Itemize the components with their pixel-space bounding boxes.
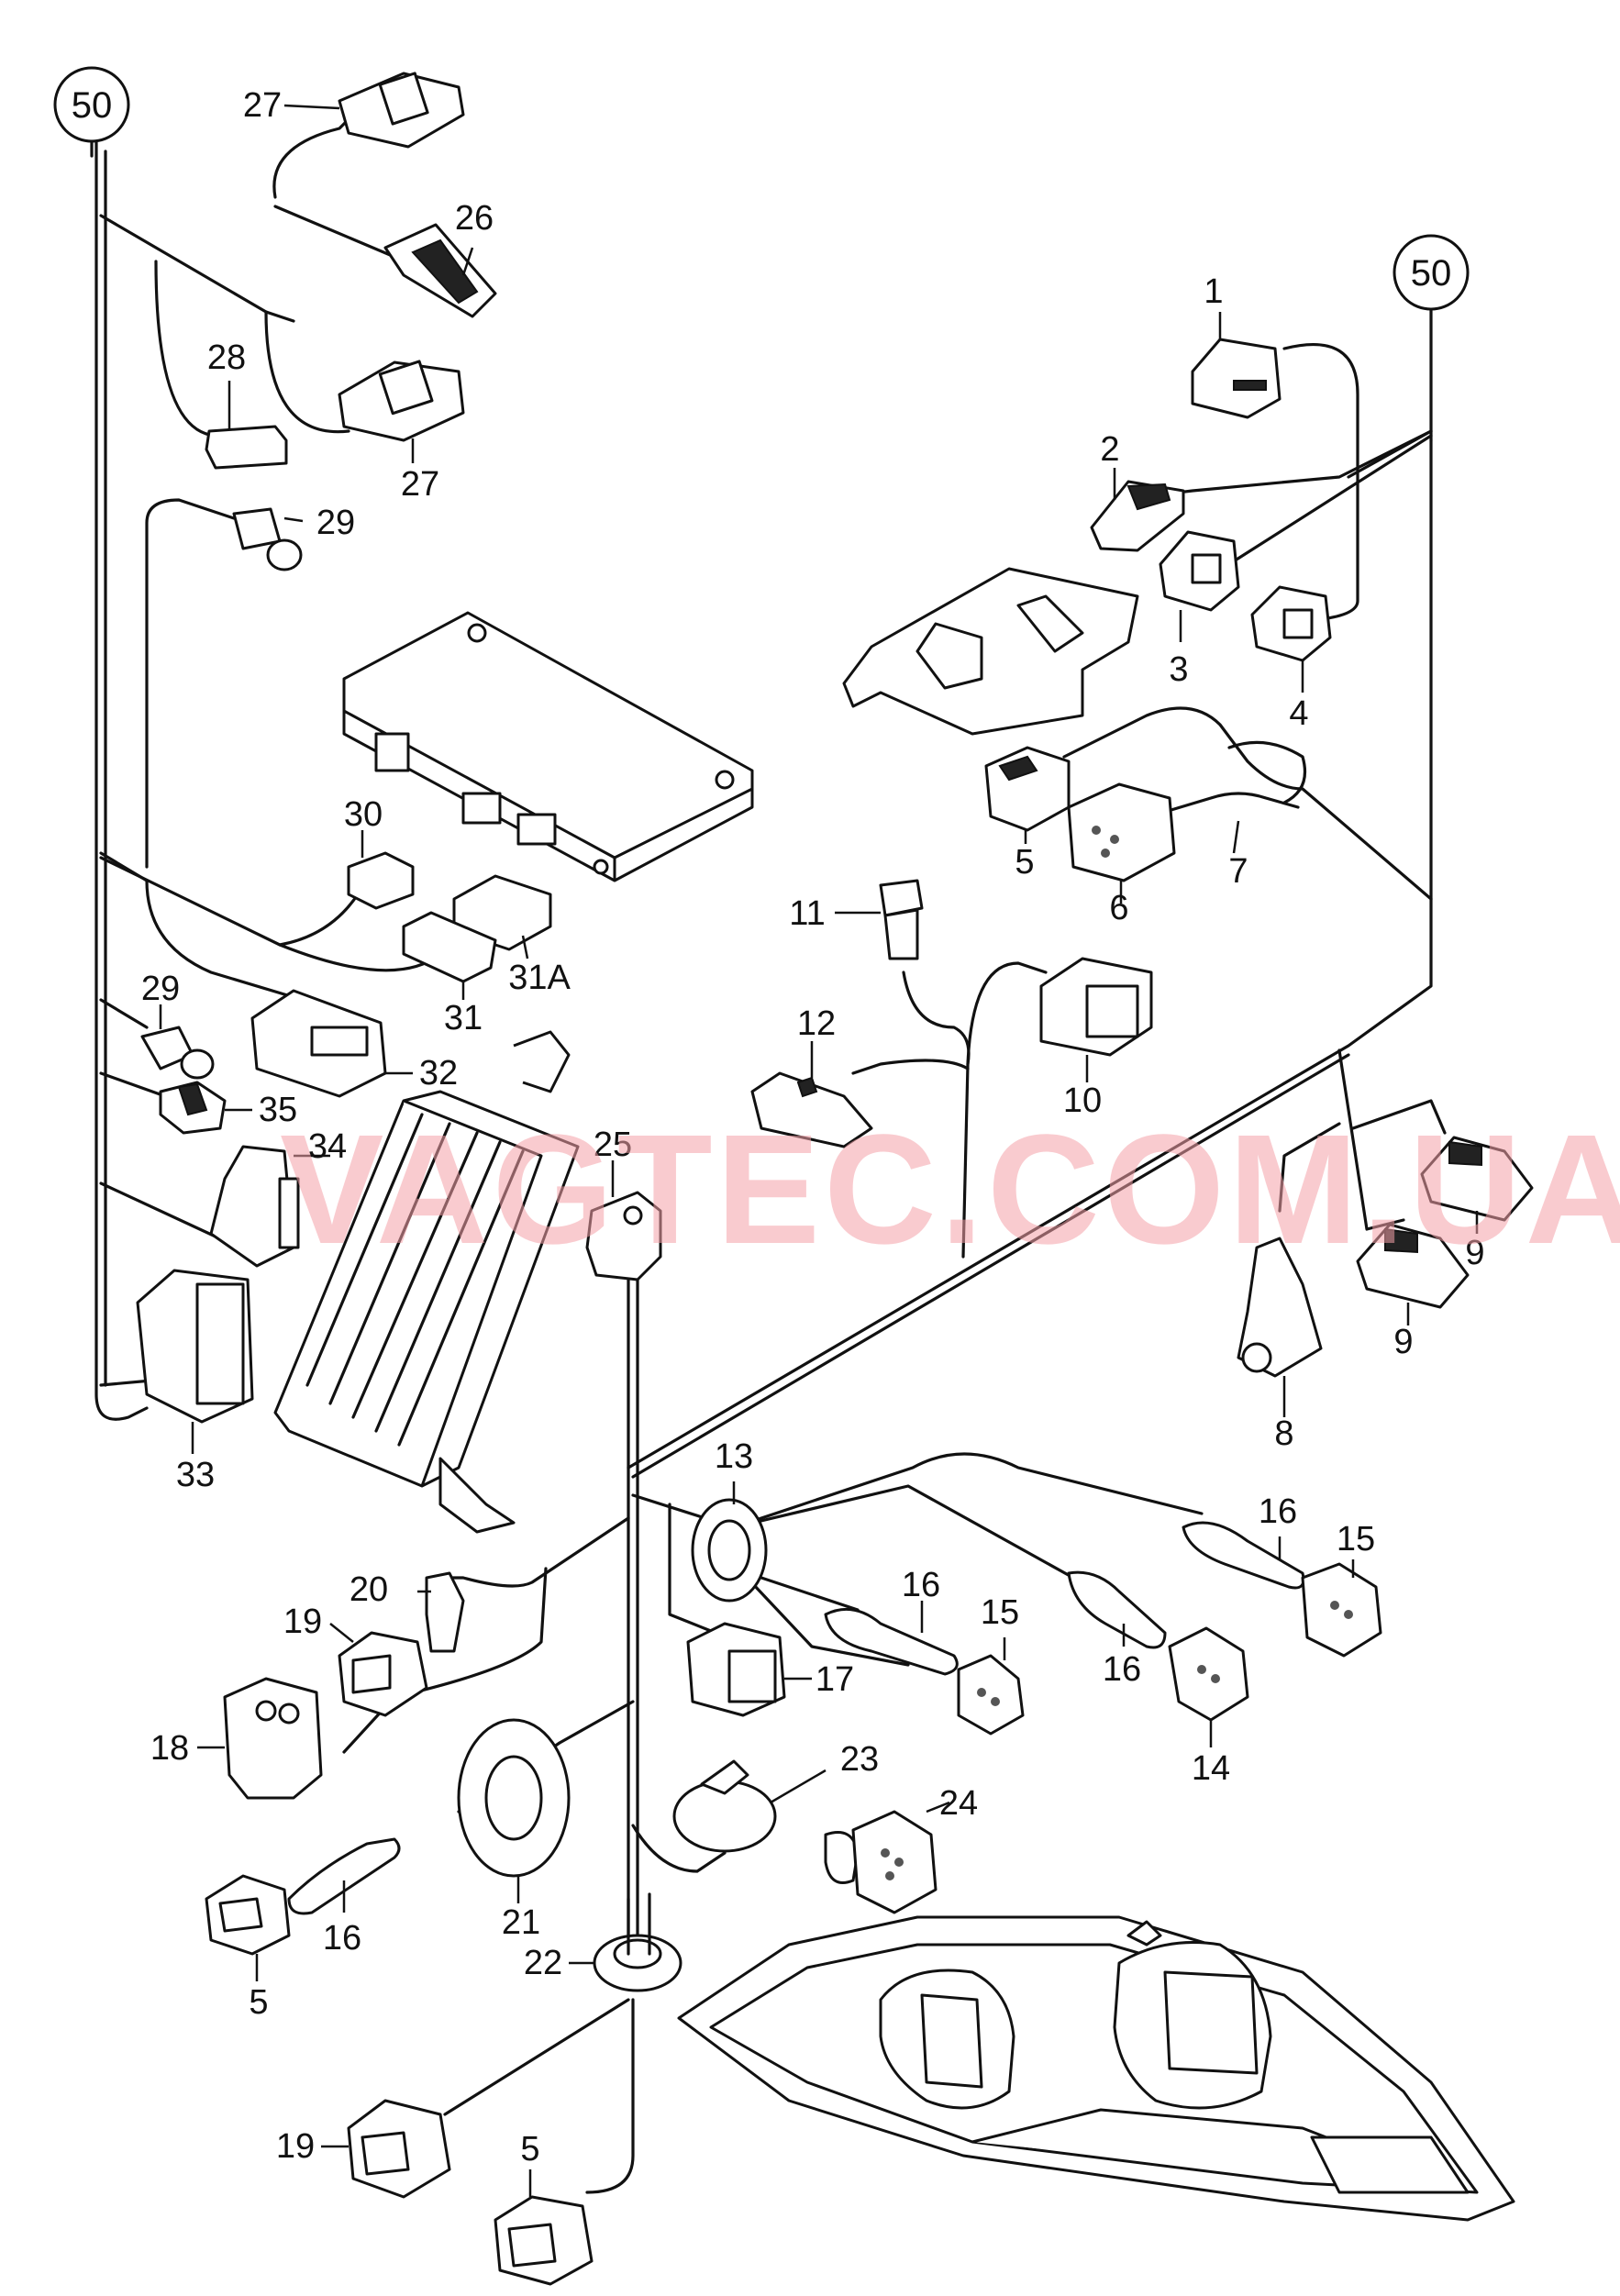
label-22: 22	[524, 1944, 562, 1982]
label-25: 25	[594, 1126, 632, 1164]
amplifier-unit	[273, 1030, 580, 1534]
label-15-left: 15	[981, 1593, 1019, 1632]
grommet-21	[457, 1718, 571, 1903]
label-5-mid: 5	[1015, 843, 1034, 882]
label-3: 3	[1169, 650, 1188, 689]
grommet-13	[691, 1481, 768, 1603]
sensor-lead-16-15-right	[1182, 1521, 1382, 1658]
label-1: 1	[1204, 272, 1223, 311]
part-labels: 27 26 28 27 29 1 2 3 4 5 6 7 30 11 31A 3…	[141, 86, 1485, 2168]
connector-29-top	[232, 507, 304, 571]
connector-27-bottom	[338, 360, 465, 463]
label-8: 8	[1274, 1414, 1293, 1453]
connector-27-top	[283, 72, 465, 149]
label-11: 11	[789, 894, 825, 933]
ref-circle-left: 50	[53, 66, 130, 158]
connector-31	[402, 911, 497, 1000]
leader-7	[1232, 820, 1240, 854]
connector-17	[686, 1622, 812, 1717]
connector-5-lower	[494, 2169, 594, 2286]
connector-33	[136, 1269, 254, 1454]
label-2: 2	[1100, 430, 1119, 469]
control-module-box	[342, 611, 754, 882]
label-10: 10	[1063, 1081, 1102, 1120]
connector-26	[383, 223, 497, 318]
label-21: 21	[502, 1903, 540, 1942]
label-17: 17	[816, 1660, 854, 1699]
relay-1	[1191, 312, 1282, 419]
label-5-bottom: 5	[520, 2130, 539, 2168]
connector-11	[835, 879, 924, 960]
relay-bracket	[842, 567, 1139, 736]
label-13: 13	[715, 1437, 753, 1476]
label-16-left: 16	[902, 1566, 940, 1604]
sensor-lead-16-14	[1067, 1570, 1249, 1747]
grommet-23	[672, 1759, 827, 1853]
label-27-bottom: 27	[401, 465, 439, 504]
label-34: 34	[308, 1127, 347, 1166]
label-9-upper: 9	[1465, 1234, 1484, 1272]
connector-10	[1039, 957, 1153, 1082]
connector-20	[417, 1571, 465, 1653]
label-6: 6	[1109, 889, 1128, 927]
label-30: 30	[344, 795, 383, 834]
connector-25	[585, 1160, 662, 1281]
connector-19-lower	[321, 2099, 451, 2199]
label-19-lower: 19	[276, 2127, 315, 2166]
sensor-lead-16-15-left	[824, 1601, 1025, 1736]
label-16-mid: 16	[1103, 1650, 1141, 1689]
label-12: 12	[797, 1004, 836, 1043]
label-18: 18	[150, 1729, 189, 1768]
label-23: 23	[840, 1740, 879, 1779]
label-19-upper: 19	[283, 1603, 322, 1641]
label-14: 14	[1192, 1749, 1230, 1788]
label-26: 26	[455, 199, 494, 238]
label-5-lower-left: 5	[249, 1983, 268, 2022]
label-35: 35	[259, 1091, 297, 1129]
label-16-right: 16	[1259, 1492, 1297, 1531]
ref-circle-right: 50	[1393, 234, 1470, 311]
connector-9-lower	[1356, 1223, 1470, 1325]
connector-19-upper	[329, 1623, 428, 1717]
grommet-22	[569, 1892, 682, 1992]
label-15-right: 15	[1337, 1520, 1375, 1558]
ref-circle-label: 50	[72, 85, 113, 126]
connector-32	[250, 989, 413, 1098]
connector-9-upper	[1420, 1136, 1534, 1234]
label-31: 31	[444, 999, 483, 1037]
label-16-lower: 16	[323, 1919, 361, 1958]
ref-circle-label: 50	[1411, 253, 1452, 294]
label-24: 24	[939, 1784, 978, 1823]
label-9-lower: 9	[1393, 1323, 1413, 1361]
sensor-lead-16-5-left	[205, 1837, 401, 1981]
connector-18	[197, 1677, 323, 1800]
label-32: 32	[419, 1054, 458, 1093]
label-33: 33	[176, 1456, 215, 1494]
connector-2	[1090, 468, 1185, 552]
watermark: VAGTEC.COM.UA	[280, 1103, 1620, 1277]
label-27-top: 27	[243, 86, 282, 125]
label-4: 4	[1289, 694, 1308, 733]
sensor-8	[1237, 1237, 1323, 1417]
label-31a: 31A	[508, 959, 571, 997]
connector-29-lower	[140, 1004, 215, 1080]
connector-28	[205, 381, 288, 470]
connector-35	[159, 1081, 252, 1135]
connector-12	[750, 1041, 873, 1148]
connector-34	[209, 1145, 330, 1268]
label-29-lower: 29	[141, 970, 180, 1008]
label-20: 20	[350, 1570, 388, 1609]
label-28: 28	[207, 338, 246, 377]
relay-3	[1159, 530, 1240, 642]
connector-24	[824, 1801, 950, 1914]
connector-5-mid	[984, 746, 1071, 844]
label-29-top: 29	[316, 504, 355, 542]
tail-light-assembly	[677, 1915, 1515, 2222]
connector-6	[1067, 782, 1176, 904]
connector-30	[347, 830, 415, 910]
relay-4	[1250, 585, 1332, 693]
label-7: 7	[1228, 852, 1248, 891]
